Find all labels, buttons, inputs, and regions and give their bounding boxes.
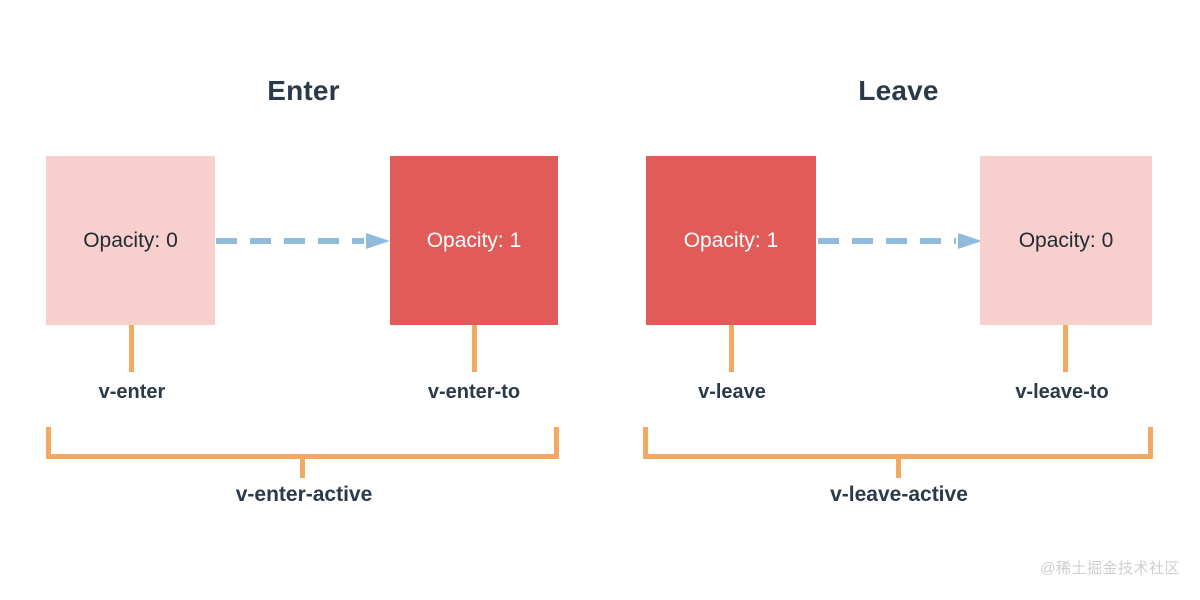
connector-stem-v-enter-to	[472, 325, 477, 372]
panel-title-leave: Leave	[858, 75, 939, 106]
bracket-stem-enter	[300, 459, 305, 478]
arrow-head	[366, 233, 390, 249]
watermark: @稀土掘金技术社区	[1040, 560, 1180, 577]
bracket-stem-leave	[896, 459, 901, 478]
dashed-arrow-right-icon	[216, 233, 390, 249]
arrow-head	[958, 233, 982, 249]
state-box-label: Opacity: 0	[1018, 228, 1114, 252]
class-label-v-enter-active: v-enter-active	[235, 483, 373, 506]
class-label-v-enter-to: v-enter-to	[427, 381, 521, 403]
state-box-v-leave: Opacity: 1	[646, 156, 816, 325]
transition-panel-leave: Leave Opacity: 1 Opacity: 0	[600, 0, 1200, 600]
class-label-v-leave-to: v-leave-to	[1015, 381, 1109, 403]
class-label-v-leave: v-leave	[698, 381, 766, 403]
arrow-line	[818, 238, 956, 244]
panel-title-enter: Enter	[267, 75, 340, 106]
state-box-v-enter: Opacity: 0	[46, 156, 215, 325]
span-bracket-leave-active	[643, 427, 1153, 459]
connector-stem-v-leave-to	[1063, 325, 1068, 372]
class-label-v-leave-active: v-leave-active	[830, 483, 968, 506]
dashed-arrow-right-icon	[818, 233, 982, 249]
connector-stem-v-leave	[729, 325, 734, 372]
connector-stem-v-enter	[129, 325, 134, 372]
state-box-label: Opacity: 0	[83, 228, 178, 252]
arrow-line	[216, 238, 364, 244]
span-bracket-enter-active	[46, 427, 559, 459]
state-box-label: Opacity: 1	[426, 228, 522, 252]
state-box-v-enter-to: Opacity: 1	[390, 156, 558, 325]
state-box-label: Opacity: 1	[683, 228, 779, 252]
transition-panel-enter: Enter Opacity: 0 Opacity: 1 v-enter v-en…	[46, 75, 559, 506]
class-label-v-enter: v-enter	[98, 381, 166, 403]
state-box-v-leave-to: Opacity: 0	[980, 156, 1152, 325]
